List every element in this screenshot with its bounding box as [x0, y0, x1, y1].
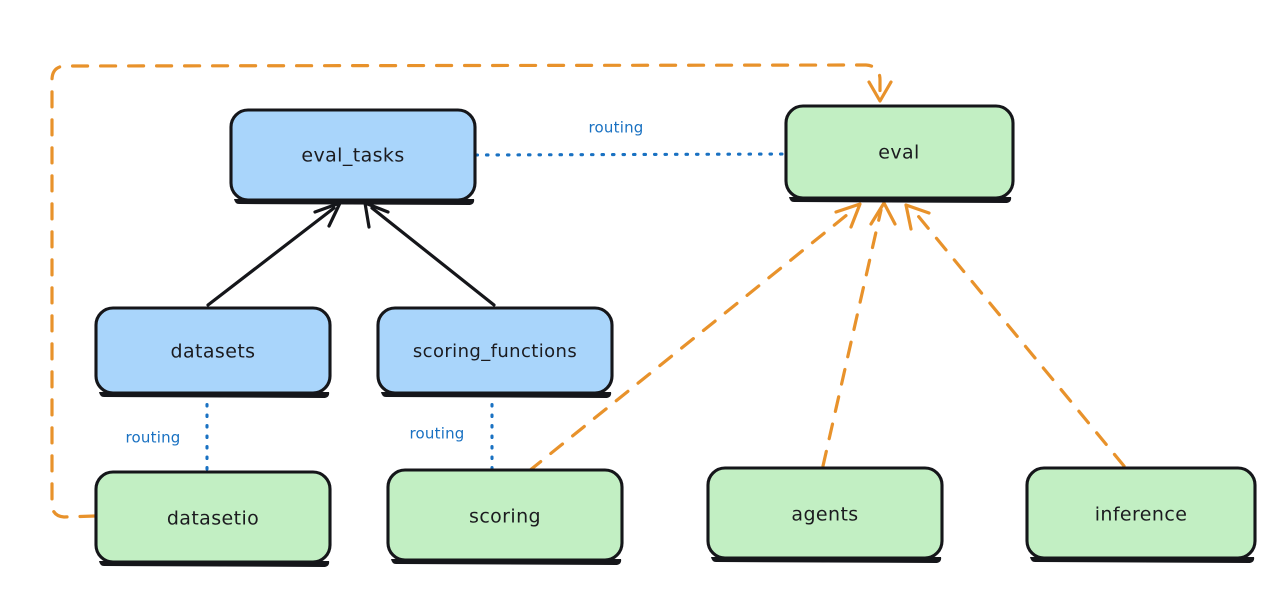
node-label-datasets: datasets: [171, 341, 256, 363]
node-label-inference: inference: [1095, 504, 1188, 526]
node-datasetio[interactable]: datasetio: [94, 470, 332, 567]
node-label-datasetio: datasetio: [167, 508, 259, 530]
node-datasets[interactable]: datasets: [94, 306, 332, 398]
node-label-scoring-functions: scoring_functions: [413, 341, 577, 362]
node-scoring-functions[interactable]: scoring_functions: [376, 306, 614, 398]
edge-scoring-eval[interactable]: [527, 202, 862, 473]
edge-label-layer: routing routing routing: [126, 119, 644, 447]
edge-label-routing-eval-tasks: routing: [589, 119, 644, 137]
edge-eval-tasks-eval[interactable]: [474, 152, 787, 157]
node-label-scoring: scoring: [469, 506, 541, 528]
edge-label-routing-scoring-functions: routing: [410, 425, 465, 443]
node-eval-tasks[interactable]: eval_tasks: [229, 108, 477, 205]
node-label-eval: eval: [878, 142, 919, 164]
node-label-agents: agents: [791, 504, 858, 526]
node-layer: eval_tasks eval datasets scoring_functio…: [94, 104, 1257, 567]
edge-scoring-functions-eval-tasks[interactable]: [363, 201, 496, 307]
node-eval[interactable]: eval: [784, 104, 1015, 203]
edge-layer: [50, 63, 1126, 519]
edge-label-routing-datasets: routing: [126, 429, 181, 447]
node-inference[interactable]: inference: [1025, 466, 1257, 563]
edge-inference-eval[interactable]: [904, 203, 1126, 468]
node-scoring[interactable]: scoring: [386, 468, 624, 565]
edge-datasetio-eval[interactable]: [50, 63, 893, 519]
edge-agents-eval[interactable]: [821, 201, 897, 468]
node-label-eval-tasks: eval_tasks: [301, 145, 404, 167]
node-agents[interactable]: agents: [706, 466, 944, 563]
edge-datasets-eval-tasks[interactable]: [206, 201, 342, 307]
